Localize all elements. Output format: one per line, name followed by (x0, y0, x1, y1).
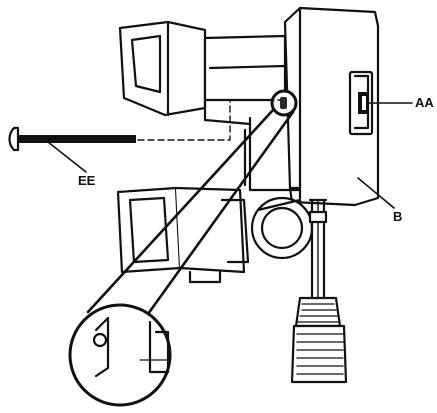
bracket-body (243, 6, 380, 207)
connector-post (308, 198, 328, 302)
callout-b-label: B (393, 209, 403, 224)
callout-ee-label: EE (78, 173, 96, 188)
callout-leaders (47, 102, 413, 209)
upper-housing (118, 20, 287, 126)
screw-ee (8, 126, 136, 152)
lower-clamp (116, 186, 250, 284)
latch-aa (348, 70, 374, 136)
callout-aa-label: AA (415, 95, 434, 110)
adjustment-knob (250, 196, 314, 260)
screw-hole-highlight (270, 89, 298, 117)
zoom-lead-lines (86, 108, 295, 316)
detail-circle (68, 303, 172, 407)
connector-plug (290, 296, 348, 384)
